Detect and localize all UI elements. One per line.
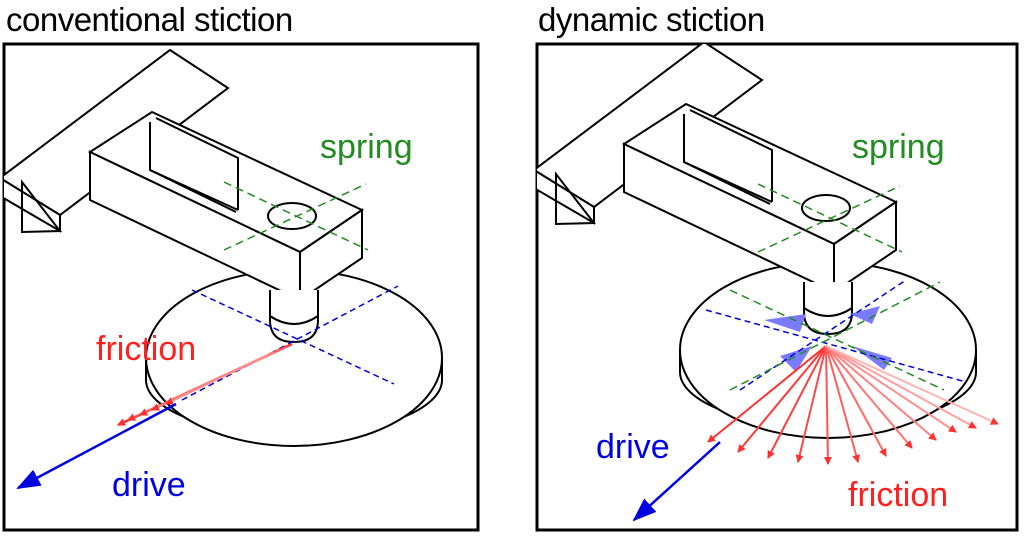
- left-drive-label: drive: [112, 466, 186, 504]
- right-spring-axis-3: [729, 289, 945, 391]
- right-contact-patch-2: [850, 306, 880, 324]
- left-spring-axis-2: [223, 183, 367, 251]
- right-spring-axis-4: [729, 281, 941, 391]
- right-mechanism: [537, 44, 977, 439]
- left-friction-arrows: [117, 342, 293, 427]
- left-mechanism: [4, 49, 443, 447]
- right-disk-axis-1: [705, 309, 967, 383]
- right-disk-axis-2: [739, 279, 907, 391]
- panel-title-dynamic: dynamic stiction: [538, 1, 765, 38]
- left-disk-axis-1: [191, 289, 395, 385]
- right-friction-arrows: [707, 345, 999, 465]
- panel-title-conventional: conventional stiction: [6, 1, 293, 38]
- right-drive-label: drive: [596, 428, 670, 466]
- right-spring-label: spring: [852, 128, 945, 166]
- right-panel: spring drive friction: [537, 44, 999, 522]
- right-drive-arrow: [632, 441, 721, 522]
- right-panel-frame: [535, 42, 1019, 532]
- left-spring-label: spring: [320, 128, 413, 166]
- left-panel: spring friction drive: [4, 49, 443, 504]
- left-disk-axis-2: [181, 285, 399, 401]
- right-spring-axis-2: [757, 185, 901, 253]
- left-drive-arrow: [16, 402, 177, 490]
- right-friction-label: friction: [848, 476, 948, 514]
- right-contact-patch-1: [764, 314, 806, 332]
- left-panel-frame: [2, 42, 480, 532]
- left-friction-label: friction: [96, 330, 196, 368]
